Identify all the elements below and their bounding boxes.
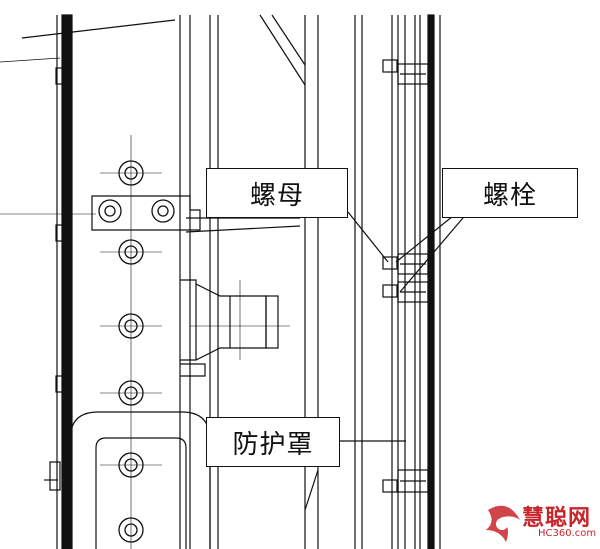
- guard-label: 防护罩: [206, 417, 340, 467]
- watermark-site: HC360.com: [538, 528, 597, 539]
- bolt-label: 螺栓: [442, 168, 578, 218]
- watermark-logo-icon: [486, 505, 520, 542]
- nut-label: 螺母: [206, 168, 348, 218]
- watermark-name: 慧聪网: [522, 506, 592, 531]
